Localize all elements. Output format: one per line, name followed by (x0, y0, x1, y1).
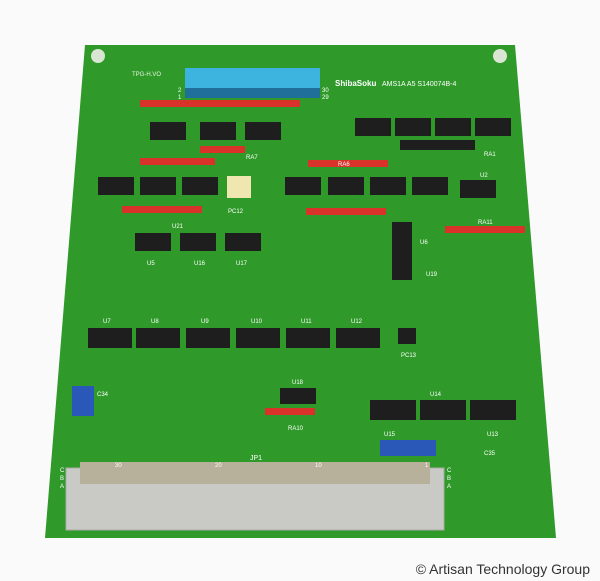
chip-label: U11 (301, 319, 312, 325)
ic-chip (225, 233, 261, 251)
ic-chip (475, 118, 511, 136)
ic-chip (435, 118, 471, 136)
ic-chip (140, 177, 176, 195)
chip-label: RA6 (338, 162, 350, 168)
resistor-network (200, 146, 245, 153)
ic-chip (370, 177, 406, 195)
chip-label: C34 (97, 392, 109, 398)
ic-chip (355, 118, 391, 136)
resistor-network (140, 100, 220, 107)
resistor-network (122, 206, 202, 213)
chip-label: U17 (236, 261, 248, 267)
connector-pin-label: 10 (315, 463, 322, 469)
part-number: AMS1A A5 S140074B-4 (382, 81, 456, 88)
chip-label: U18 (292, 380, 304, 386)
ic-chip (470, 400, 516, 420)
resistor-network (265, 408, 315, 415)
ic-chip (280, 388, 316, 404)
chip-label: U2 (480, 173, 488, 179)
ic-chip (392, 222, 412, 280)
chip-label: U6 (420, 240, 428, 246)
resistor-network (140, 158, 215, 165)
row-letter: A (60, 484, 64, 490)
chip-label: U9 (201, 319, 209, 325)
resistor-network (306, 208, 386, 215)
row-letter: C (60, 468, 65, 474)
row-letter: B (60, 476, 64, 482)
chip-label: RA7 (246, 155, 258, 161)
ic-chip (398, 328, 416, 344)
chip-label: U14 (430, 392, 442, 398)
chip-label: U12 (351, 319, 363, 325)
chip-label: U7 (103, 319, 111, 325)
ic-chip (180, 233, 216, 251)
ic-chip (150, 122, 186, 140)
row-letter: B (447, 476, 451, 482)
resistor-network (308, 160, 388, 167)
ic-chip (98, 177, 134, 195)
top-pin-label: 2 (178, 88, 182, 94)
chip-label: U19 (426, 272, 438, 278)
ic-chip (460, 180, 496, 198)
ic-chip (186, 328, 230, 348)
chip-label: U10 (251, 319, 263, 325)
ic-chip (236, 328, 280, 348)
ic-chip (336, 328, 380, 348)
ic-chip (200, 122, 236, 140)
chip-label: RA10 (288, 426, 304, 432)
chip-label: C35 (484, 451, 496, 457)
top-pin-label: 29 (322, 95, 329, 101)
ic-chip (245, 122, 281, 140)
ic-chip (286, 328, 330, 348)
ic-chip (285, 177, 321, 195)
header-strip (400, 140, 475, 150)
mounting-hole (91, 49, 105, 63)
ic-chip (135, 233, 171, 251)
silkscreen-left: TPG-H.VO (132, 72, 161, 78)
ic-chip (420, 400, 466, 420)
chip-label: PC12 (228, 209, 244, 215)
row-letter: A (447, 484, 451, 490)
edge-connector-pins (80, 462, 430, 484)
connector-label: JP1 (250, 455, 262, 462)
chip-label: U16 (194, 261, 206, 267)
ic-chip (88, 328, 132, 348)
top-pin-label: 1 (178, 95, 182, 101)
ic-chip (395, 118, 431, 136)
ic-chip (370, 400, 416, 420)
electrolytic-capacitor (380, 440, 436, 456)
resistor-network (220, 100, 300, 107)
ic-chip (182, 177, 218, 195)
row-letter: C (447, 468, 452, 474)
watermark: © Artisan Technology Group (415, 561, 590, 577)
chip-label: RA11 (478, 220, 493, 226)
ic-chip (412, 177, 448, 195)
ic-chip (136, 328, 180, 348)
chip-label: RA1 (484, 152, 496, 158)
connector-pin-label: 20 (215, 463, 222, 469)
chip-label: U21 (172, 224, 184, 230)
capacitor-box (227, 176, 251, 198)
maker-logo: ShibaSoku (335, 79, 376, 88)
chip-label: U13 (487, 432, 499, 438)
mounting-hole (493, 49, 507, 63)
electrolytic-capacitor (72, 386, 94, 416)
ic-chip (328, 177, 364, 195)
resistor-network (445, 226, 525, 233)
chip-label: U15 (384, 432, 396, 438)
connector-pin-label: 30 (115, 463, 122, 469)
chip-label: U8 (151, 319, 159, 325)
chip-label: U5 (147, 261, 155, 267)
top-header-pins (185, 88, 320, 98)
chip-label: PC13 (401, 353, 417, 359)
connector-pin-label: 1 (425, 463, 429, 469)
top-pin-label: 30 (322, 88, 329, 94)
